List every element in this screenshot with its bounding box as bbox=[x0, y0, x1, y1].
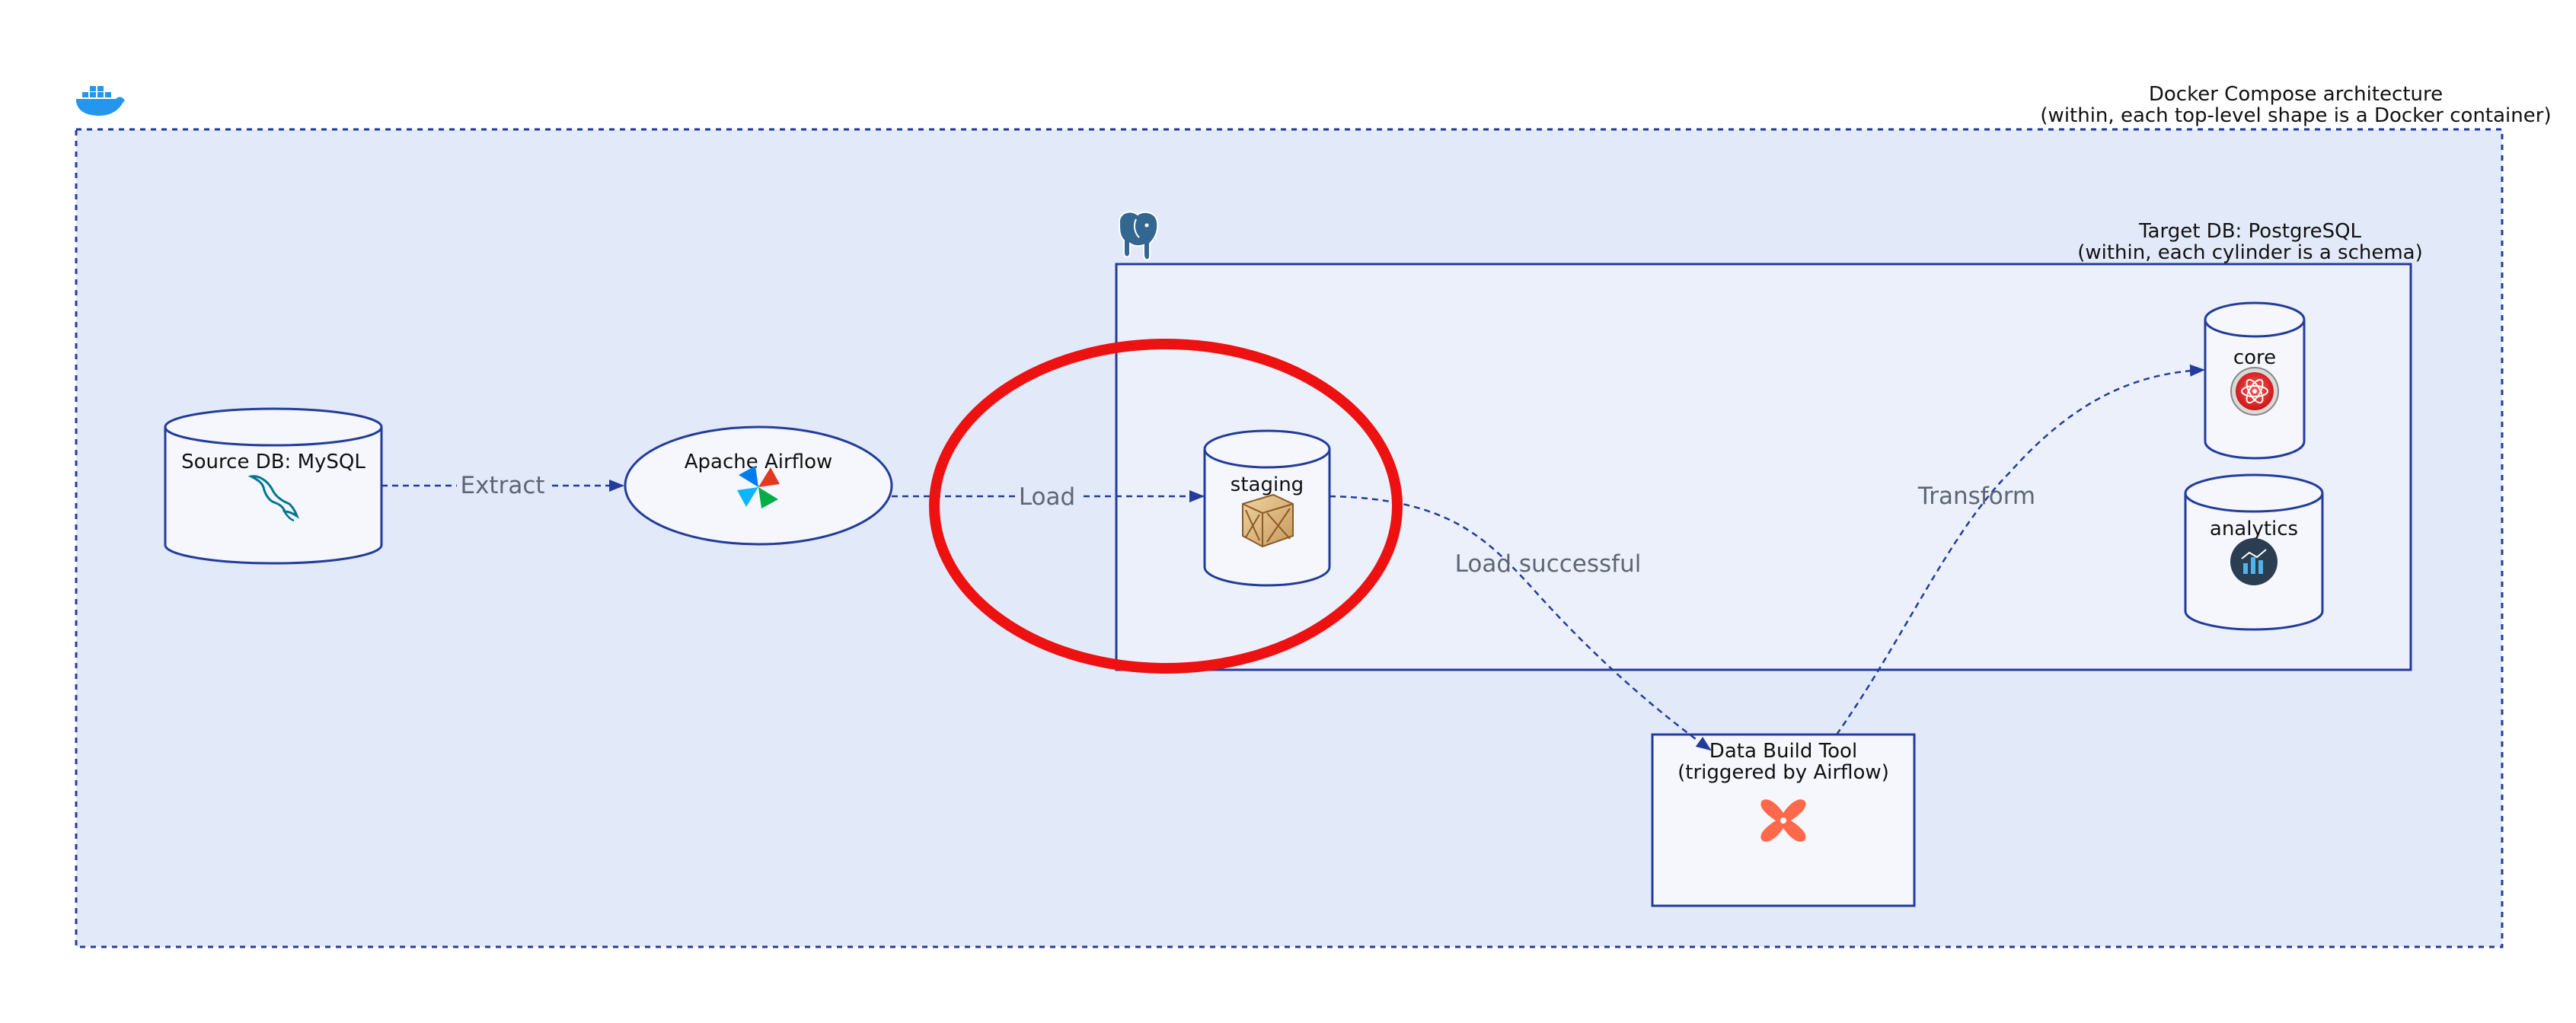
edge-extract-label-bg bbox=[457, 472, 548, 499]
docker-whale-icon bbox=[76, 86, 125, 116]
postgres-elephant-icon bbox=[1118, 211, 1159, 261]
airflow-pinwheel-icon bbox=[737, 466, 780, 508]
source-db-mysql[interactable]: Source DB: MySQL bbox=[164, 407, 383, 565]
postgres-subtitle: (within, each cylinder is a schema) bbox=[2077, 241, 2423, 264]
docker-subtitle: (within, each top-level shape is a Docke… bbox=[2040, 104, 2551, 127]
apache-airflow[interactable]: Apache Airflow bbox=[624, 425, 893, 546]
edge-transform bbox=[1835, 364, 2205, 735]
edge-load-successful-label: Load successful bbox=[1455, 550, 1642, 578]
data-build-tool[interactable]: Data Build Tool (triggered by Airflow) bbox=[1651, 733, 1916, 907]
edge-extract-label: Extract bbox=[460, 472, 544, 499]
airflow-label: Apache Airflow bbox=[685, 451, 833, 473]
mysql-dolphin-icon bbox=[247, 475, 299, 522]
schema-core[interactable]: core bbox=[2204, 301, 2306, 460]
edge-load-label-bg bbox=[1015, 483, 1079, 510]
staging-label: staging bbox=[1231, 473, 1304, 496]
analytics-label: analytics bbox=[2210, 518, 2298, 540]
source-db-label: Source DB: MySQL bbox=[181, 451, 365, 473]
schema-analytics[interactable]: analytics bbox=[2184, 473, 2324, 631]
highlight-ellipse bbox=[929, 339, 1403, 674]
analytics-chart-icon bbox=[2230, 538, 2278, 585]
docker-title: Docker Compose architecture bbox=[2149, 83, 2443, 106]
dbt-title: Data Build Tool bbox=[1709, 740, 1857, 763]
edge-load-successful bbox=[1329, 495, 1712, 751]
dbt-subtitle: (triggered by Airflow) bbox=[1677, 761, 1889, 784]
core-atom-icon bbox=[2230, 367, 2279, 416]
crate-icon bbox=[1242, 493, 1294, 548]
edge-transform-label: Transform bbox=[1917, 483, 2035, 510]
dbt-logo-icon bbox=[1760, 799, 1806, 842]
core-label: core bbox=[2233, 346, 2276, 369]
postgres-title: Target DB: PostgreSQL bbox=[2138, 220, 2362, 243]
schema-staging[interactable]: staging bbox=[1203, 429, 1331, 587]
edge-load-label: Load bbox=[1019, 483, 1075, 511]
